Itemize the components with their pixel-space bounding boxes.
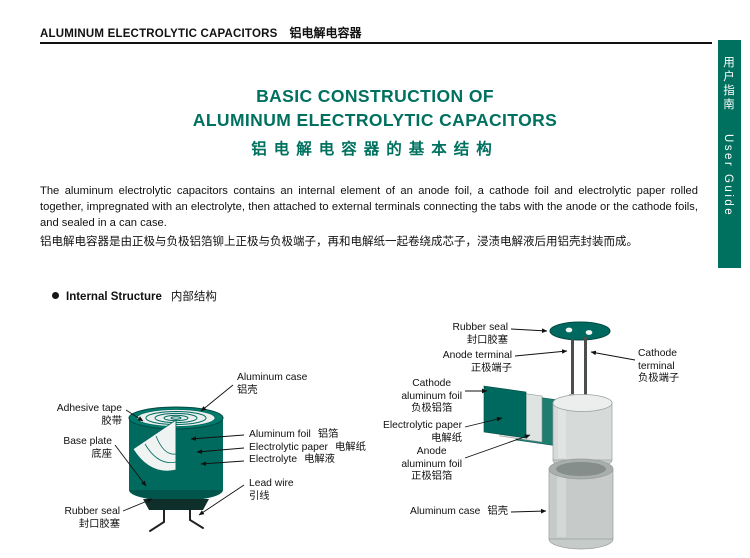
title-line-3-zh: 铝电解电容器的基本结构 bbox=[251, 141, 499, 158]
side-tab-label-en: User Guide bbox=[722, 133, 734, 217]
user-guide-side-tab: 用户指南 User Guide bbox=[718, 40, 741, 268]
header-title-zh: 铝电解电容器 bbox=[289, 26, 362, 40]
section-title-en: Internal Structure bbox=[66, 291, 162, 303]
capacitor-exploded-illustration bbox=[483, 321, 614, 550]
label-anode-aluminum-foil: Anode aluminum foil 正极铝箔 bbox=[401, 446, 462, 482]
label-rubber-seal-right: Rubber seal 封口胶塞 bbox=[452, 322, 508, 346]
cathode-foil-sheet-shape bbox=[483, 385, 527, 439]
header-title-en: ALUMINUM ELECTROLYTIC CAPACITORS bbox=[40, 28, 278, 40]
anode-terminal-pin-shape bbox=[571, 339, 574, 400]
bullet-dot-icon bbox=[52, 292, 59, 299]
label-rubber-seal-left: Rubber seal 封口胶塞 bbox=[64, 506, 120, 530]
cathode-terminal-pin-shape bbox=[584, 337, 587, 401]
header-rule bbox=[40, 42, 712, 44]
label-lead-wire: Lead wire 引线 bbox=[249, 478, 294, 502]
page-title: BASIC CONSTRUCTION OF ALUMINUM ELECTROLY… bbox=[0, 84, 750, 159]
label-base-plate: Base plate 底座 bbox=[63, 436, 112, 460]
title-line-1: BASIC CONSTRUCTION OF bbox=[256, 86, 494, 106]
internal-structure-diagrams: Aluminum case 铝壳 Adhesive tape 胶带 Base p… bbox=[0, 308, 750, 558]
capacitor-cutaway-illustration bbox=[128, 406, 224, 532]
label-cathode-terminal: Cathode terminal 负极端子 bbox=[638, 348, 680, 384]
diagram-canvas bbox=[114, 321, 636, 550]
base-plate-shape bbox=[143, 499, 209, 510]
label-adhesive-tape: Adhesive tape 胶带 bbox=[56, 403, 122, 427]
section-title-zh: 内部结构 bbox=[170, 291, 217, 303]
title-line-2: ALUMINUM ELECTROLYTIC CAPACITORS bbox=[192, 110, 558, 130]
seal-hole-right-shape bbox=[585, 330, 593, 335]
label-aluminum-case-left: Aluminum case 铝壳 bbox=[237, 372, 308, 396]
seal-hole-left-shape bbox=[565, 327, 573, 333]
label-electrolytic-paper-right: Electrolytic paper 电解纸 bbox=[383, 420, 462, 444]
label-anode-terminal: Anode terminal 正极端子 bbox=[442, 350, 512, 374]
page-header: ALUMINUM ELECTROLYTIC CAPACITORS 铝电解电容器 bbox=[40, 24, 361, 42]
label-cathode-aluminum-foil: Cathode aluminum foil 负极铝箔 bbox=[401, 378, 462, 414]
intro-paragraph-en: The aluminum electrolytic capacitors con… bbox=[40, 185, 698, 229]
section-heading: Internal Structure 内部结构 bbox=[52, 288, 217, 304]
rubber-seal-disc-shape bbox=[549, 321, 611, 341]
side-tab-label-zh: 用户指南 bbox=[722, 56, 734, 112]
intro-paragraph-zh: 铝电解电容器是由正极与负极铝箔铆上正极与负极端子，再和电解纸一起卷绕成芯子，浸渍… bbox=[40, 236, 638, 248]
lead-wire-left-shape bbox=[149, 509, 165, 532]
lead-wire-right-shape bbox=[189, 509, 204, 529]
cutaway-wedge-shape bbox=[132, 419, 177, 472]
leader-lines bbox=[114, 328, 636, 516]
